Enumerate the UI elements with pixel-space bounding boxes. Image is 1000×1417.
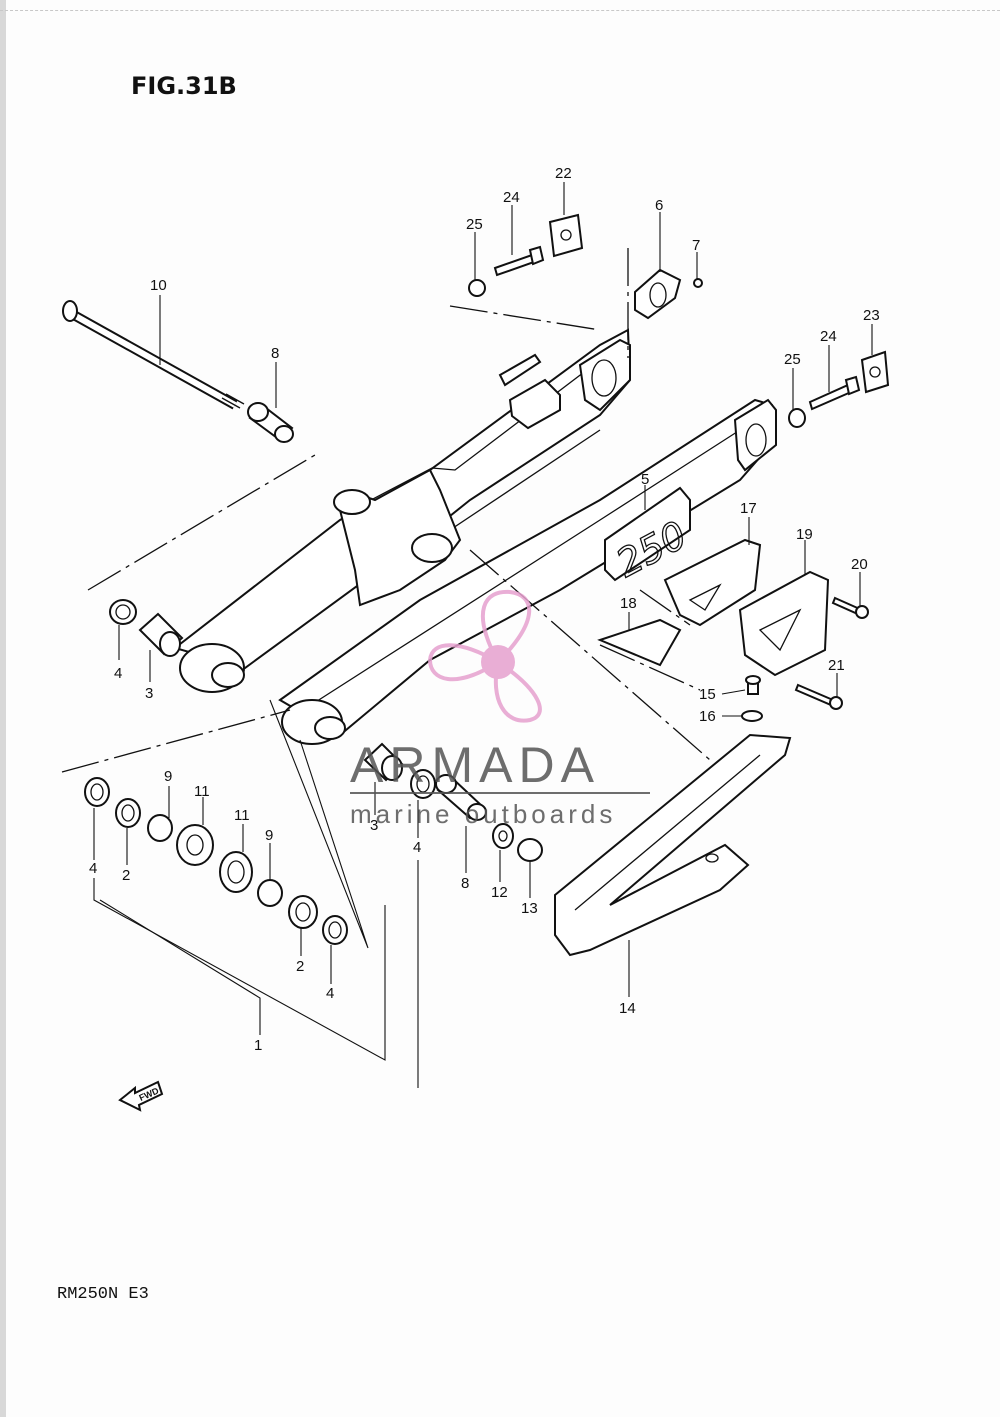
callout-2: 2	[122, 867, 130, 884]
spacer-left	[147, 814, 173, 842]
callout-10: 10	[150, 277, 167, 294]
callout-19: 19	[796, 526, 813, 543]
pivot-bolt	[62, 300, 245, 410]
callout-8: 8	[461, 875, 469, 892]
seal-right-upper	[410, 769, 436, 799]
seal-left-upper	[109, 599, 137, 625]
callout-4: 4	[114, 665, 122, 682]
callout-3: 3	[145, 685, 153, 702]
bolt-24-lower	[808, 375, 861, 411]
callout-2: 2	[296, 958, 304, 975]
callout-24: 24	[503, 189, 520, 206]
clamp-22	[548, 213, 584, 258]
guard-19	[738, 570, 830, 677]
model-code: RM250N E3	[57, 1285, 149, 1304]
spacer-right	[257, 879, 283, 907]
callout-6: 6	[655, 197, 663, 214]
callout-15: 15	[699, 686, 716, 703]
callout-11: 11	[194, 783, 210, 800]
callout-5: 5	[641, 471, 649, 488]
needle-bearing-left	[138, 612, 184, 657]
callout-4: 4	[89, 860, 97, 877]
callout-21: 21	[828, 657, 845, 674]
nut-25-lower	[788, 408, 806, 428]
scan-top-border	[0, 0, 1000, 11]
guard-17	[663, 538, 762, 627]
callout-25: 25	[466, 216, 483, 233]
washer-16	[741, 710, 763, 722]
callout-7: 7	[692, 237, 700, 254]
callout-17: 17	[740, 500, 757, 517]
callout-labels: 1 2 2 3 3 4 4 4 4 5 6 7 8 8 9 9 10 11 11…	[89, 165, 880, 1054]
collar-13	[517, 838, 543, 862]
callout-20: 20	[851, 556, 868, 573]
screw-7	[693, 278, 703, 288]
propeller-logo-icon	[427, 589, 542, 723]
bolt-20	[831, 596, 869, 619]
guard-18	[597, 618, 682, 667]
callout-11: 11	[234, 807, 250, 824]
callout-8: 8	[271, 345, 279, 362]
callout-13: 13	[521, 900, 538, 917]
dust-seal-left	[176, 824, 214, 866]
fwd-arrow: FWD	[118, 1080, 164, 1112]
callout-16: 16	[699, 708, 716, 725]
watermark: ARMADA marine outboards	[350, 589, 650, 829]
callout-9: 9	[265, 827, 273, 844]
washer-right	[288, 895, 318, 929]
callout-4: 4	[413, 839, 421, 856]
callout-3: 3	[370, 817, 378, 834]
bolt-24-upper	[493, 245, 545, 277]
callout-14: 14	[619, 1000, 636, 1017]
callout-25: 25	[784, 351, 801, 368]
callout-24: 24	[820, 328, 837, 345]
leader-lines	[93, 182, 873, 1088]
nut-25-upper	[468, 279, 486, 297]
watermark-brand: ARMADA	[350, 737, 600, 793]
scan-edge	[0, 0, 6, 1417]
callout-18: 18	[620, 595, 637, 612]
cover-6	[634, 268, 682, 320]
callout-9: 9	[164, 768, 172, 785]
seal-left-lower	[84, 777, 110, 807]
callout-22: 22	[555, 165, 572, 182]
callout-1: 1	[254, 1037, 262, 1054]
callout-12: 12	[491, 884, 508, 901]
seal-right-lower	[322, 915, 348, 945]
needle-bearing-right	[363, 742, 404, 782]
figure-title: FIG.31B	[131, 72, 237, 100]
swingarm: 250	[172, 328, 777, 745]
collar-upper	[247, 402, 294, 443]
washer-12	[492, 823, 514, 849]
bolt-21	[794, 683, 843, 710]
clamp-23	[860, 350, 890, 394]
dust-seal-right	[219, 851, 253, 893]
chain-slider-14	[554, 733, 792, 957]
callout-23: 23	[863, 307, 880, 324]
bolt-15	[745, 675, 761, 695]
washer-left	[115, 798, 141, 828]
watermark-tagline: marine outboards	[350, 799, 616, 829]
callout-4: 4	[326, 985, 334, 1002]
